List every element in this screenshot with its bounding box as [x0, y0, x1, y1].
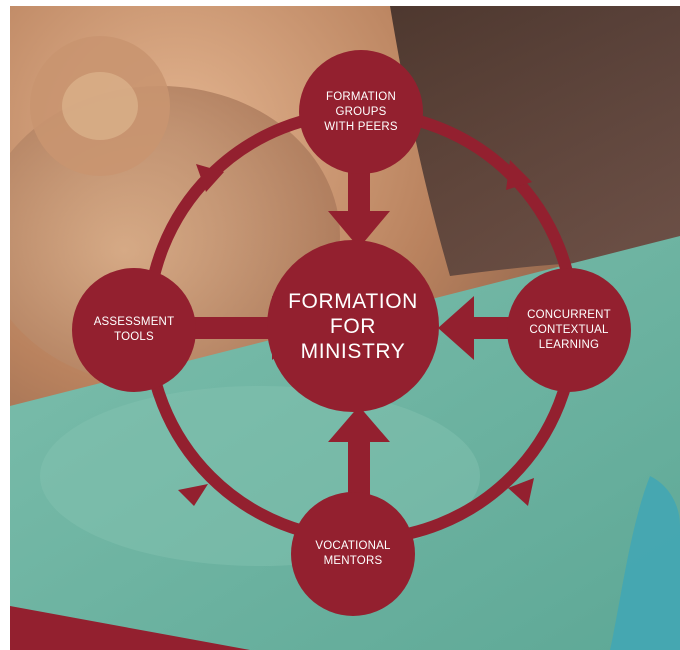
cycle-diagram — [72, 50, 631, 616]
node-right — [507, 268, 631, 392]
node-bottom — [291, 492, 415, 616]
arrow-head-bottom — [328, 406, 390, 442]
person-shadow — [390, 6, 680, 276]
node-left — [72, 268, 196, 392]
node-top-label: FORMATION GROUPS WITH PEERS — [324, 90, 398, 133]
center-label: FORMATION FOR MINISTRY — [288, 289, 418, 363]
node-left-label: ASSESSMENT TOOLS — [93, 316, 175, 343]
teal-object — [610, 476, 680, 650]
ring-arrow-topright — [506, 160, 532, 190]
diagram-canvas: FORMATION GROUPS WITH PEERS ASSESSMENT T… — [10, 6, 680, 650]
arrow-head-top — [328, 211, 390, 248]
arrow-head-right — [438, 296, 474, 360]
node-top — [299, 50, 423, 174]
node-right-label: CONCURRENT CONTEXTUAL LEARNING — [527, 308, 611, 351]
ring-arrow-bottomleft — [178, 484, 208, 506]
ring-arrow-bottomright — [508, 478, 534, 506]
node-center — [267, 240, 439, 412]
arrow-shaft-left — [186, 317, 274, 339]
ring-arrow-topleft — [196, 164, 224, 192]
maroon-strip — [10, 606, 250, 650]
arrow-shaft-bottom — [348, 436, 370, 506]
node-bottom-label: VOCATIONAL MENTORS — [315, 540, 391, 567]
